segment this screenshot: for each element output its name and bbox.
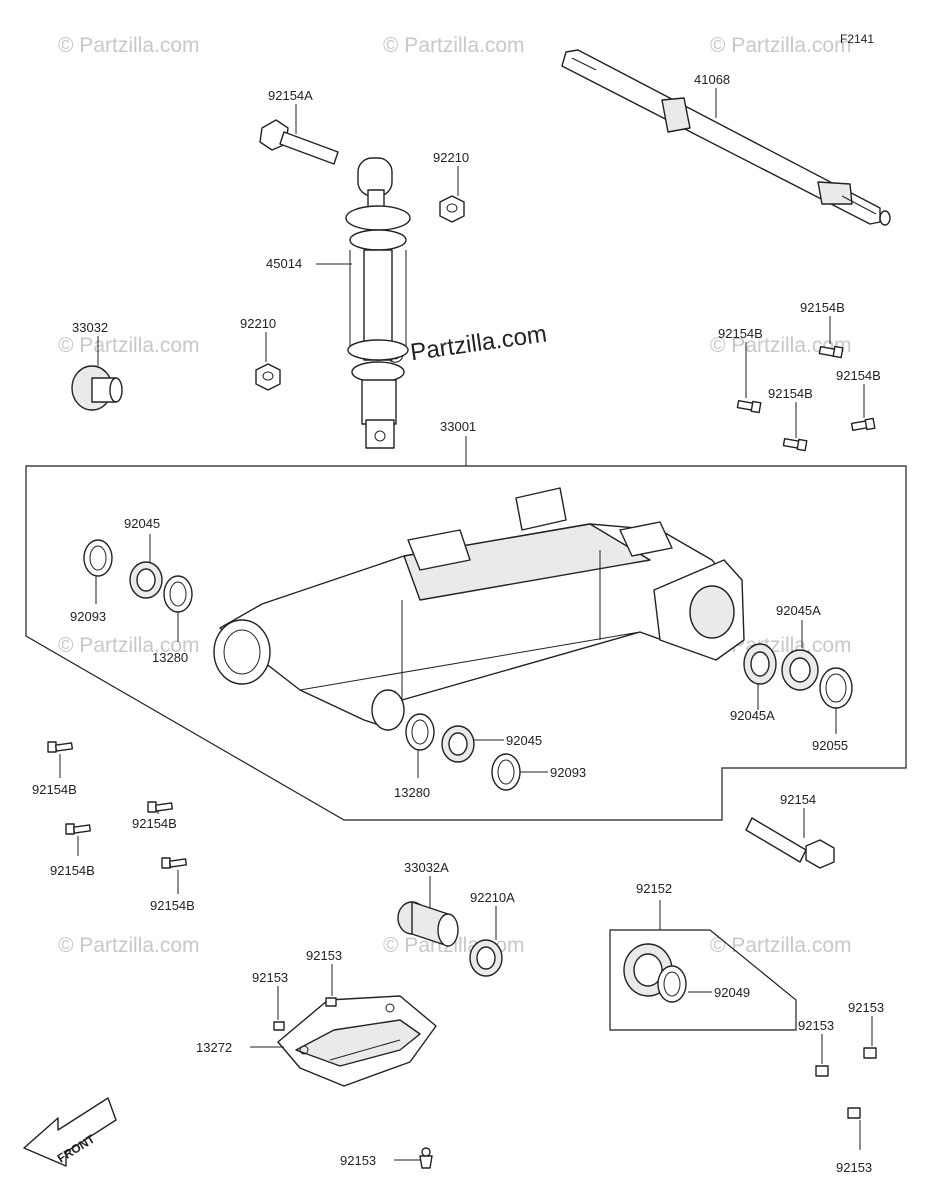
clip-92153-r3[interactable] [847, 1107, 861, 1119]
watermark: © Partzilla.com [58, 34, 200, 57]
watermark: © Partzilla.com [710, 334, 852, 357]
collar-92093-left[interactable] [83, 539, 113, 577]
bolt-92154B-l1[interactable] [47, 741, 74, 753]
housing-92152-frame [609, 929, 797, 1031]
clip-92153-c[interactable] [419, 1147, 433, 1169]
watermark: © Partzilla.com [58, 334, 200, 357]
part-label-92153-a: 92153 [252, 970, 288, 985]
bolt-92154[interactable] [745, 817, 835, 869]
part-label-13272: 13272 [196, 1040, 232, 1055]
part-label-92154B-r1: 92154B [718, 326, 763, 341]
part-label-41068: 41068 [694, 72, 730, 87]
nut-92210-top[interactable] [439, 195, 465, 223]
part-label-92153-c: 92153 [340, 1153, 376, 1168]
part-label-33001: 33001 [440, 419, 476, 434]
watermark: © Partzilla.com [710, 634, 852, 657]
part-label-92154B-l2: 92154B [132, 816, 177, 831]
part-label-92045-bottom: 92045 [506, 733, 542, 748]
bolt-92154B-r4[interactable] [782, 437, 808, 452]
part-label-92153-b: 92153 [306, 948, 342, 963]
part-label-92154B-r3: 92154B [836, 368, 881, 383]
part-label-92153-r1: 92153 [798, 1018, 834, 1033]
part-label-45014: 45014 [266, 256, 302, 271]
skid-plate-13272[interactable] [277, 995, 437, 1087]
shock-absorber-45014[interactable] [345, 157, 411, 449]
bushing-33032[interactable] [71, 365, 123, 411]
seal-92049[interactable] [657, 965, 687, 1003]
diagram-code: F2141 [840, 32, 874, 46]
clip-92153-r1[interactable] [815, 1065, 829, 1077]
seal-13280-bottom[interactable] [405, 713, 435, 751]
part-label-92154A: 92154A [268, 88, 313, 103]
collar-92093-bottom[interactable] [491, 753, 521, 791]
bolt-92154B-r3[interactable] [850, 417, 876, 432]
bolt-92154B-l4[interactable] [161, 857, 188, 869]
watermark-main: © Partzilla.com [385, 320, 549, 369]
part-label-92093-bottom: 92093 [550, 765, 586, 780]
part-label-92049: 92049 [714, 985, 750, 1000]
drive-shaft-41068[interactable] [561, 49, 891, 226]
bearing-92045A-inner[interactable] [743, 643, 777, 685]
part-label-92210-mid: 92210 [240, 316, 276, 331]
nut-92210A[interactable] [469, 939, 503, 977]
part-label-92152: 92152 [636, 881, 672, 896]
part-label-92154B-r4: 92154B [768, 386, 813, 401]
bearing-92045-left[interactable] [129, 561, 163, 599]
part-label-13280-bottom: 13280 [394, 785, 430, 800]
part-label-92093-left: 92093 [70, 609, 106, 624]
watermarks: © Partzilla.com © Partzilla.com © Partzi… [58, 34, 852, 957]
part-label-13280-left: 13280 [152, 650, 188, 665]
part-label-92153-r2: 92153 [848, 1000, 884, 1015]
part-label-92210-top: 92210 [433, 150, 469, 165]
bolt-92154B-r2[interactable] [818, 345, 844, 359]
bolt-92154B-l3[interactable] [65, 823, 92, 835]
watermark: © Partzilla.com [710, 934, 852, 957]
bushing-33032A[interactable] [397, 901, 459, 947]
nut-92210-mid[interactable] [255, 363, 281, 391]
clip-92153-a[interactable] [273, 1021, 285, 1031]
part-label-92210A: 92210A [470, 890, 515, 905]
bolt-92154A[interactable] [259, 119, 339, 165]
front-arrow-icon: FRONT [23, 1097, 117, 1167]
watermark: © Partzilla.com [58, 934, 200, 957]
part-label-92055: 92055 [812, 738, 848, 753]
part-label-92154: 92154 [780, 792, 816, 807]
part-label-33032: 33032 [72, 320, 108, 335]
watermark: © Partzilla.com [383, 34, 525, 57]
clip-92153-b[interactable] [325, 997, 337, 1007]
swing-arm-33001[interactable] [213, 487, 745, 731]
bearing-92045-bottom[interactable] [441, 725, 475, 763]
bolt-92154B-l2[interactable] [147, 801, 174, 813]
part-label-92045-left: 92045 [124, 516, 160, 531]
bearing-92045A-outer[interactable] [781, 649, 819, 691]
bolt-92154B-r1[interactable] [736, 399, 762, 414]
seal-13280-left[interactable] [163, 575, 193, 613]
swingarm-assembly-frame [25, 465, 907, 821]
part-label-92154B-l1: 92154B [32, 782, 77, 797]
watermark: © Partzilla.com [710, 34, 852, 57]
part-label-92153-r3: 92153 [836, 1160, 872, 1175]
part-label-33032A: 33032A [404, 860, 449, 875]
part-label-92154B-l3: 92154B [50, 863, 95, 878]
part-label-92154B-r2: 92154B [800, 300, 845, 315]
seal-92055[interactable] [819, 667, 853, 709]
clip-92153-r2[interactable] [863, 1047, 877, 1059]
watermark: © Partzilla.com [58, 634, 200, 657]
part-label-92045A-bottom: 92045A [730, 708, 775, 723]
part-label-92045A-top: 92045A [776, 603, 821, 618]
part-label-92154B-l4: 92154B [150, 898, 195, 913]
